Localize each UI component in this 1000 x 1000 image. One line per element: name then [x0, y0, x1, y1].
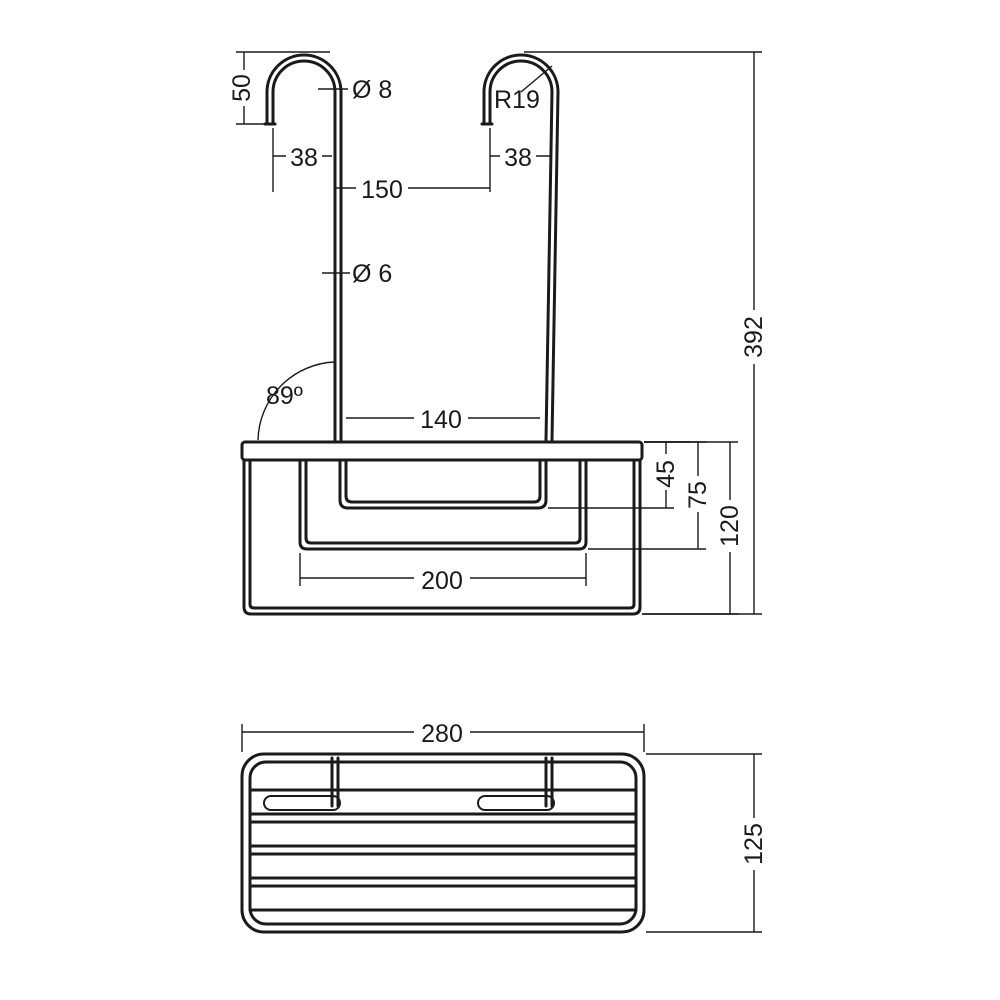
dim-top-width-label: 280: [421, 720, 463, 748]
dim-hook-radius-label: R19: [494, 86, 540, 114]
basket-rim: [240, 440, 644, 462]
dim-rod-diameter-top-label: Ø 8: [352, 76, 392, 104]
dim-hook-offset-left-label: 38: [290, 144, 318, 172]
dim-hook-spacing: 150: [335, 174, 490, 204]
dim-rod-diameter-label: Ø 6: [352, 260, 392, 288]
basket-slats: [248, 788, 638, 912]
dim-frame-depth-label: 75: [684, 481, 712, 509]
dim-hook-offset-right: 38: [489, 128, 550, 192]
dim-basket-height-label: 120: [716, 505, 744, 547]
dim-hook-height: 50: [226, 51, 330, 125]
dim-inner-loop-depth: 45: [548, 441, 690, 509]
dim-angle-label: 89º: [266, 382, 303, 410]
dim-top-depth-label: 125: [740, 823, 768, 865]
dim-hook-spacing-label: 150: [361, 176, 403, 204]
inner-loop: [338, 458, 548, 510]
dim-basket-height: 120: [642, 441, 744, 615]
dim-inner-loop-width: 140: [346, 404, 540, 434]
top-view: 280 125: [240, 718, 768, 934]
top-view-hooks: [263, 756, 555, 811]
dim-inner-loop-width-label: 140: [420, 406, 462, 434]
dim-total-height-label: 392: [740, 316, 768, 358]
dim-top-width: 280: [241, 718, 645, 752]
dim-angle: 89º: [257, 361, 335, 441]
dim-hook-height-label: 50: [228, 74, 256, 102]
dim-frame-width-label: 200: [421, 567, 463, 595]
dim-total-height: 392: [524, 51, 768, 615]
dim-frame-depth: 75: [588, 441, 712, 550]
basket-body: [242, 458, 642, 616]
dim-hook-offset-left: 38: [272, 128, 332, 192]
top-view-inner-frame: [248, 760, 638, 926]
dim-top-depth: 125: [646, 753, 768, 933]
hanger-hooks: [263, 53, 560, 442]
dim-rod-diameter: Ø 6: [322, 260, 392, 288]
dim-frame-width: 200: [299, 553, 587, 595]
top-view-outer-frame: [240, 752, 646, 934]
dim-hook-offset-right-label: 38: [504, 144, 532, 172]
basket-frame: [298, 458, 588, 551]
front-view: 50 Ø 8 R19 38 38 150: [226, 51, 768, 616]
dim-inner-loop-depth-label: 45: [652, 460, 680, 488]
dim-rod-diameter-top: Ø 8: [318, 76, 392, 104]
dim-hook-radius: R19: [494, 65, 553, 114]
